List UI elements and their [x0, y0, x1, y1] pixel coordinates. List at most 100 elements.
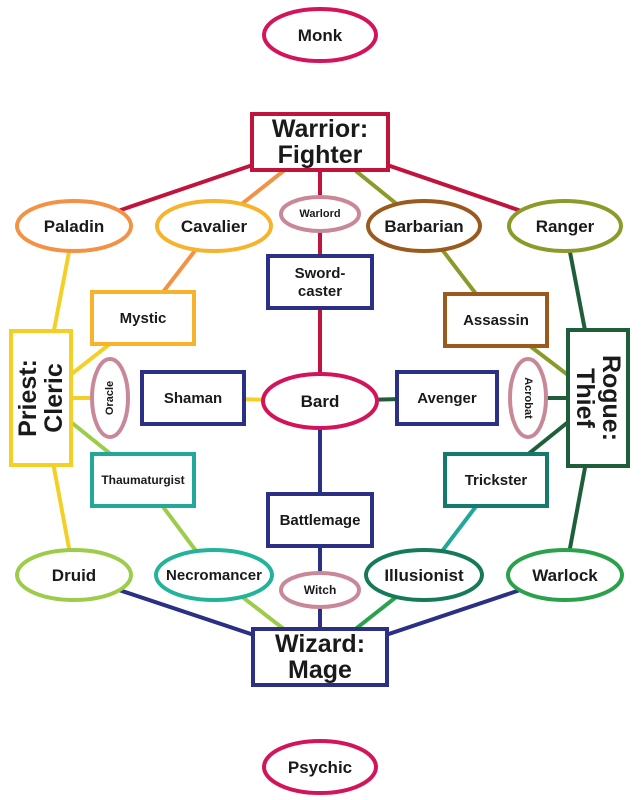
node-psychic: Psychic [262, 739, 378, 795]
mystic-label-line: Mystic [120, 310, 167, 327]
priest-label: Priest:Cleric [14, 359, 68, 437]
node-warlock: Warlock [506, 548, 624, 602]
node-warlord: Warlord [279, 195, 361, 233]
illusionist-ellipse [364, 548, 484, 602]
wizard-label: Wizard:Mage [275, 630, 365, 684]
ranger-label-line: Ranger [536, 217, 595, 236]
thaumaturgist-label: Thaumaturgist [101, 473, 184, 487]
warrior-label-line: Fighter [278, 141, 363, 169]
node-battlemage: Battlemage [266, 492, 374, 548]
swordcaster-label: Sword-caster [295, 265, 346, 300]
rogue-box [566, 328, 630, 468]
warlord-label: Warlord [299, 208, 340, 220]
druid-ellipse [15, 548, 133, 602]
node-assassin: Assassin [443, 292, 549, 348]
monk-label-line: Monk [298, 26, 343, 45]
assassin-label-line: Assassin [463, 312, 529, 329]
priest-label-line: Cleric [40, 363, 68, 433]
psychic-label: Psychic [288, 758, 352, 777]
node-bard: Bard [261, 372, 379, 430]
trickster-box [443, 452, 549, 508]
bard-label-line: Bard [301, 392, 340, 411]
acrobat-label: Acrobat [522, 377, 534, 419]
swordcaster-label-line: Sword- [295, 265, 346, 282]
shaman-box [140, 370, 246, 426]
mystic-label: Mystic [120, 310, 167, 327]
warlord-label-line: Warlord [299, 208, 340, 220]
trickster-label-line: Trickster [465, 472, 528, 489]
assassin-box [443, 292, 549, 348]
warrior-box [250, 112, 390, 172]
node-wizard: Wizard:Mage [251, 627, 389, 687]
priest-label-line: Priest: [14, 359, 42, 437]
warlock-ellipse [506, 548, 624, 602]
necromancer-label-line: Necromancer [166, 567, 262, 584]
barbarian-ellipse [366, 199, 482, 253]
monk-label: Monk [298, 26, 343, 45]
cavalier-ellipse [155, 199, 273, 253]
node-monk: Monk [262, 7, 378, 63]
warlord-ellipse [279, 195, 361, 233]
ranger-label: Ranger [536, 217, 595, 236]
acrobat-label-line: Acrobat [522, 377, 534, 419]
mystic-box [90, 290, 196, 346]
necromancer-ellipse [154, 548, 274, 602]
illusionist-label-line: Illusionist [384, 566, 464, 585]
warrior-label: Warrior:Fighter [272, 115, 368, 169]
node-thaumaturgist: Thaumaturgist [90, 452, 196, 508]
witch-label: Witch [304, 583, 337, 597]
illusionist-label: Illusionist [384, 566, 464, 585]
node-witch: Witch [279, 571, 361, 609]
node-swordcaster: Sword-caster [266, 254, 374, 310]
trickster-label: Trickster [465, 472, 528, 489]
wizard-label-line: Mage [288, 656, 352, 684]
witch-label-line: Witch [304, 583, 337, 597]
wizard-box [251, 627, 389, 687]
avenger-label: Avenger [417, 390, 477, 407]
node-cavalier: Cavalier [155, 199, 273, 253]
avenger-box [395, 370, 499, 426]
node-paladin: Paladin [15, 199, 133, 253]
paladin-ellipse [15, 199, 133, 253]
druid-label: Druid [52, 566, 96, 585]
shaman-label: Shaman [164, 390, 222, 407]
node-druid: Druid [15, 548, 133, 602]
assassin-label: Assassin [463, 312, 529, 329]
paladin-label: Paladin [44, 217, 104, 236]
battlemage-label: Battlemage [280, 512, 361, 529]
monk-ellipse [262, 7, 378, 63]
psychic-label-line: Psychic [288, 758, 352, 777]
rogue-label-line: Thief [571, 368, 599, 428]
ranger-ellipse [507, 199, 623, 253]
oracle-label: Oracle [104, 381, 116, 415]
battlemage-label-line: Battlemage [280, 512, 361, 529]
node-barbarian: Barbarian [366, 199, 482, 253]
node-priest: Priest:Cleric [9, 329, 73, 467]
thaumaturgist-box [90, 452, 196, 508]
acrobat-ellipse [508, 357, 548, 439]
node-warrior: Warrior:Fighter [250, 112, 390, 172]
priest-box [9, 329, 73, 467]
rogue-label: Rogue:Thief [571, 355, 625, 441]
oracle-ellipse [90, 357, 130, 439]
bard-ellipse [261, 372, 379, 430]
druid-label-line: Druid [52, 566, 96, 585]
swordcaster-box [266, 254, 374, 310]
node-illusionist: Illusionist [364, 548, 484, 602]
necromancer-label: Necromancer [166, 567, 262, 584]
bard-label: Bard [301, 392, 340, 411]
node-oracle: Oracle [90, 357, 130, 439]
node-shaman: Shaman [140, 370, 246, 426]
rogue-label-line: Rogue: [597, 355, 625, 441]
cavalier-label-line: Cavalier [181, 217, 248, 236]
node-rogue: Rogue:Thief [566, 328, 630, 468]
node-avenger: Avenger [395, 370, 499, 426]
shaman-label-line: Shaman [164, 390, 222, 407]
wizard-label-line: Wizard: [275, 630, 365, 658]
warrior-label-line: Warrior: [272, 115, 368, 143]
thaumaturgist-label-line: Thaumaturgist [101, 473, 184, 487]
avenger-label-line: Avenger [417, 390, 477, 407]
cavalier-label: Cavalier [181, 217, 248, 236]
node-necromancer: Necromancer [154, 548, 274, 602]
